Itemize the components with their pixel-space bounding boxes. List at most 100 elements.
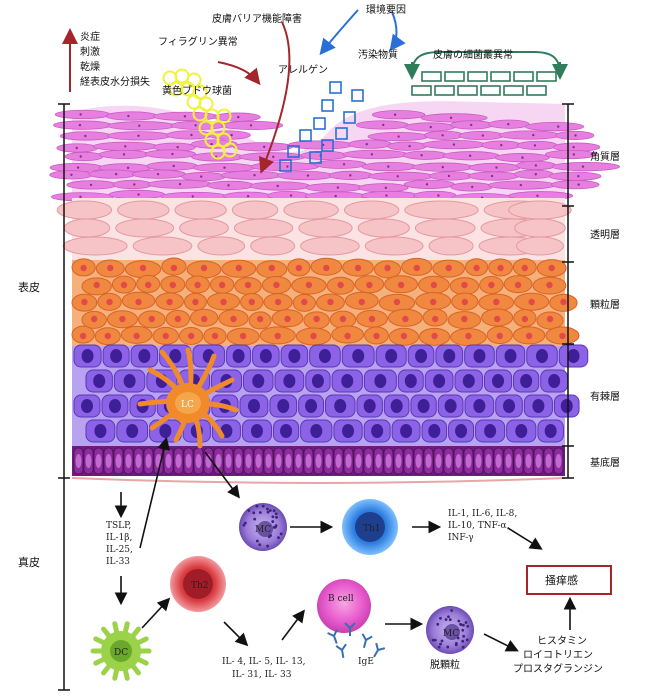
corneum-nucleus xyxy=(490,174,494,178)
label-lucidum: 透明層 xyxy=(590,229,620,241)
corneum-cell xyxy=(403,150,448,160)
corneum-nucleus xyxy=(536,194,539,197)
granulosum-nucleus xyxy=(413,264,420,272)
label-dc: DC xyxy=(114,648,128,658)
granulosum-nucleus xyxy=(235,264,243,272)
corneum-nucleus xyxy=(223,166,226,169)
mc-granule xyxy=(271,515,275,519)
mc-granule xyxy=(457,619,461,623)
granulosum-nucleus xyxy=(145,281,152,289)
mc-granule xyxy=(266,544,269,548)
corneum-nucleus xyxy=(137,193,140,196)
corneum-cell xyxy=(514,169,554,179)
basale-nucleus xyxy=(515,454,522,468)
granulosum-nucleus xyxy=(402,315,409,323)
corneum-nucleus xyxy=(194,124,197,127)
granulosum-nucleus xyxy=(496,332,503,340)
corneum-nucleus xyxy=(574,134,577,137)
spinosum-nucleus xyxy=(484,424,497,438)
basale-nucleus xyxy=(245,454,252,468)
granulosum-nucleus xyxy=(521,315,529,323)
corneum-nucleus xyxy=(495,166,498,169)
th1-cyto-0: IL-1, IL-6, IL-8, xyxy=(448,509,517,519)
corneum-cell xyxy=(207,180,255,190)
basale-nucleus xyxy=(195,454,202,468)
mc-granule xyxy=(258,511,262,514)
staph-coccus xyxy=(192,106,208,122)
microbe xyxy=(434,85,455,96)
basale-nucleus xyxy=(535,454,542,468)
spinosum-nucleus xyxy=(560,399,573,413)
spinosum-nucleus xyxy=(455,424,468,438)
basale-nucleus xyxy=(475,454,482,468)
mc-granule xyxy=(450,609,454,612)
staph-coccus xyxy=(210,120,226,136)
corneum-nucleus xyxy=(78,123,82,127)
allergen-squares xyxy=(279,81,364,172)
lucidum-cell xyxy=(115,218,175,238)
spinosum-nucleus xyxy=(385,349,398,363)
microbiome-bracket xyxy=(411,51,561,75)
mc-granule xyxy=(274,512,278,516)
corneum-nucleus xyxy=(127,114,130,118)
allergen-particle xyxy=(309,151,322,164)
spinosum-nucleus xyxy=(169,349,182,363)
granulosum-nucleus xyxy=(81,298,88,306)
corneum-nucleus xyxy=(276,184,279,188)
granulosum-nucleus xyxy=(445,264,452,272)
spinosum-nucleus xyxy=(94,424,107,438)
granulosum-nucleus xyxy=(139,264,147,272)
basale-nucleus xyxy=(215,454,222,468)
granulosum-nucleus xyxy=(90,315,98,323)
corneum-cell xyxy=(544,149,597,160)
granulosum-nucleus xyxy=(431,315,439,323)
lucidum-cell xyxy=(357,218,410,238)
spinosum-nucleus xyxy=(232,349,245,363)
granulosum-nucleus xyxy=(465,332,472,340)
label-granulosum: 顆粒層 xyxy=(590,298,620,311)
corneum-cell xyxy=(232,142,293,152)
mc-granule xyxy=(461,628,465,632)
corneum-nucleus xyxy=(425,183,429,186)
spinosum-nucleus xyxy=(110,349,123,363)
granulosum-nucleus xyxy=(461,281,468,289)
spinosum-nucleus xyxy=(318,349,331,363)
stratum-corneum xyxy=(49,101,621,203)
label-bcell: B cell xyxy=(328,594,354,604)
granulosum-nucleus xyxy=(211,332,219,340)
lucidum-cell xyxy=(63,218,111,238)
lucidum-cell xyxy=(508,200,572,220)
granulosum-nucleus xyxy=(200,315,208,323)
spinosum-nucleus xyxy=(515,424,528,438)
corneum-nucleus xyxy=(572,145,575,149)
corneum-nucleus xyxy=(349,174,352,177)
basale-nucleus xyxy=(315,454,322,468)
corneum-nucleus xyxy=(342,163,346,166)
allergen-particle xyxy=(343,111,356,124)
granulosum-nucleus xyxy=(239,332,247,340)
label-spinosum: 有棘層 xyxy=(590,390,620,403)
lucidum-cell xyxy=(298,218,353,238)
corneum-cell xyxy=(213,112,261,122)
allergen-particle xyxy=(335,127,348,140)
corneum-cell xyxy=(458,130,504,141)
lucidum-cell xyxy=(174,200,227,220)
corneum-nucleus xyxy=(387,165,390,168)
corneum-nucleus xyxy=(334,194,337,198)
microbe xyxy=(467,71,488,82)
granulosum-nucleus xyxy=(120,281,128,289)
basale-nucleus xyxy=(175,454,182,468)
granulosum-nucleus xyxy=(93,281,100,289)
corneum-nucleus xyxy=(122,153,126,156)
corneum-cell xyxy=(105,111,158,121)
corneum-nucleus xyxy=(572,153,576,156)
label-staph: 黄色ブドウ球菌 xyxy=(162,84,232,97)
itch-box xyxy=(526,565,612,595)
lucidum-cell xyxy=(179,218,229,238)
granulosum-nucleus xyxy=(546,281,553,289)
corneum-nucleus xyxy=(262,145,266,148)
spinosum-nucleus xyxy=(252,374,265,388)
corneum-nucleus xyxy=(124,145,127,148)
granulosum-nucleus xyxy=(248,298,255,306)
dendritic-cell: DC xyxy=(90,621,152,681)
